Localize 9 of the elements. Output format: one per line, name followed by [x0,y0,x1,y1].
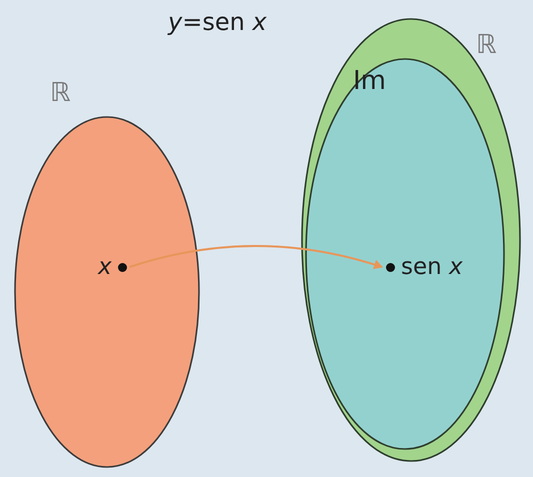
point-label: x [98,254,112,280]
title: y=sen x [168,8,267,36]
set-symbol: ℝ [476,30,497,60]
point-label: sen x [401,254,463,280]
set-ellipse [301,18,521,462]
set-symbol: ℝ [50,78,71,108]
set-label: Im [353,66,386,96]
mapping-arrow [129,245,383,270]
image-ellipse [305,58,505,450]
